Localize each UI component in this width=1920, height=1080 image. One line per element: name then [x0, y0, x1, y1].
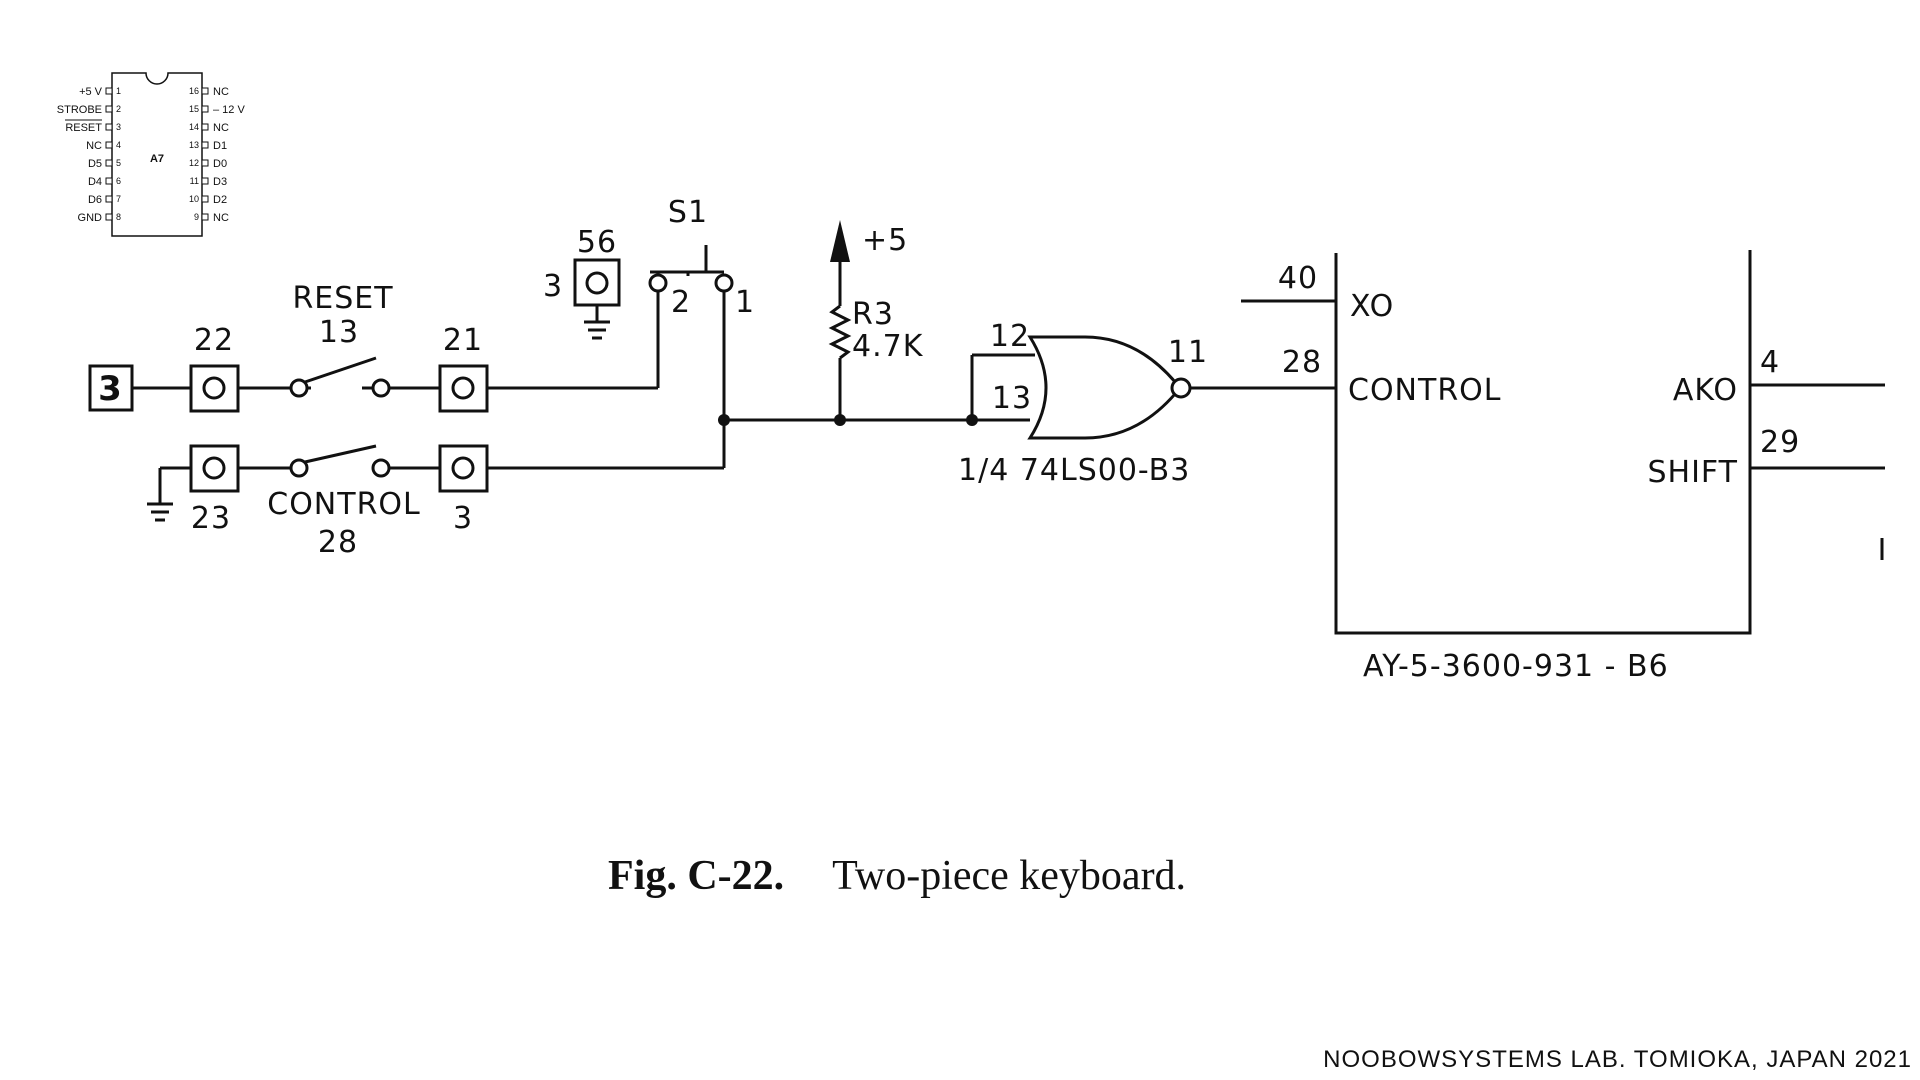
pin-3-left-label: 3 [543, 269, 563, 304]
schematic-labels: 22 RESET 13 21 23 CONTROL 28 3 56 3 S1 2… [191, 195, 1800, 684]
chip-pin-pad [201, 177, 209, 185]
pin-3-terminal [438, 444, 489, 493]
chip-pin-label: – 12 V [213, 104, 245, 116]
ic-xo-label: XO [1350, 289, 1394, 324]
chip-pin-label: NC [213, 86, 229, 98]
chip-body [111, 72, 203, 237]
ic-pin40-label: 40 [1278, 261, 1318, 296]
chip-name: A7 [150, 153, 164, 165]
chip-pin-pad [201, 141, 209, 149]
chip-pinout [111, 72, 203, 237]
gate-part-label: 1/4 74LS00-B3 [958, 453, 1190, 488]
chip-pin-pad [105, 87, 113, 95]
chip-pin-pad [201, 213, 209, 221]
gate-pin13-label: 13 [992, 381, 1032, 416]
chip-pin-label: NC [213, 122, 229, 134]
s1-pin2-label: 2 [671, 285, 691, 320]
chip-pin-pad [105, 123, 113, 131]
pin-22-label: 22 [194, 323, 234, 358]
reset-switch-label: RESET [292, 281, 393, 316]
pin-21-label: 21 [443, 323, 483, 358]
chip-pin-number: 13 [189, 140, 199, 150]
chip-pin-number: 11 [190, 176, 199, 186]
footer-credit: NOOBOWSYSTEMS LAB. TOMIOKA, JAPAN 2021 [1323, 1046, 1912, 1073]
s1-label: S1 [668, 195, 708, 230]
chip-pin-label: D4 [88, 176, 102, 188]
ic-control-label: CONTROL [1348, 373, 1502, 408]
chip-pin-label: D1 [213, 140, 227, 152]
terminal-pins [189, 258, 621, 493]
chip-pin-pad [105, 177, 113, 185]
chip-pin-label: STROBE [57, 104, 102, 116]
chip-pin-pad [201, 87, 209, 95]
chip-pin-number: 12 [189, 158, 199, 168]
chip-pin-pad [105, 141, 113, 149]
chip-pin-number: 10 [189, 194, 199, 204]
reset-switch-number: 13 [319, 315, 359, 350]
chip-pin-label: D0 [213, 158, 227, 170]
chip-pin-pad [201, 105, 209, 113]
chip-pin-number: 1 [116, 86, 121, 96]
chip-pin-number: 5 [116, 158, 121, 168]
chip-pin-pad [201, 195, 209, 203]
r3-label: R3 [852, 297, 894, 332]
chip-pin-number: 6 [116, 176, 121, 186]
chip-pin-label: NC [213, 212, 229, 224]
r3-value: 4.7K [852, 329, 924, 364]
chip-pin-number: 4 [116, 140, 121, 150]
chip-pin-label: D3 [213, 176, 227, 188]
chip-pin-pad [105, 159, 113, 167]
gate-pin11-label: 11 [1168, 335, 1208, 370]
chip-pin-number: 16 [189, 86, 199, 96]
chip-pin-pad [105, 105, 113, 113]
chip-pin-label: D6 [88, 194, 102, 206]
pin-3-bottom-label: 3 [453, 501, 473, 536]
ic-pin28-label: 28 [1282, 345, 1322, 380]
chip-pin-number: 8 [116, 212, 121, 222]
chip-pin-label: +5 V [79, 86, 103, 98]
pin-23-label: 23 [191, 501, 231, 536]
chip-pin-label: RESET [65, 122, 102, 134]
chip-pin-label: D5 [88, 158, 102, 170]
chip-pin-label: GND [78, 212, 103, 224]
ic-name-label: AY-5-3600-931 - B6 [1363, 649, 1669, 684]
switch-contacts [289, 273, 734, 478]
junction-dots [718, 414, 978, 426]
ic-pin4-label: 4 [1760, 345, 1780, 380]
ic-shift-label: SHIFT [1647, 455, 1738, 490]
chip-pin-pad [201, 159, 209, 167]
gate-pin12-label: 12 [990, 319, 1030, 354]
figure-number: Fig. C-22. [608, 853, 785, 899]
chip-pin-number: 9 [194, 212, 199, 222]
chip-pin-pad [201, 123, 209, 131]
figure-caption: Fig. C-22. Two-piece keyboard. [608, 852, 1186, 900]
chip-pin-pad [105, 213, 113, 221]
chip-pin-number: 14 [189, 122, 199, 132]
ic-ako-label: AKO [1673, 373, 1738, 408]
chip-pin-number: 2 [116, 104, 121, 114]
s1-pin1-label: 1 [735, 285, 755, 320]
plus5-arrow-icon [830, 220, 850, 262]
control-switch-number: 28 [318, 525, 358, 560]
chip-pin-number: 7 [116, 194, 121, 204]
connector-3-box [88, 364, 134, 412]
connector-3-label: 3 [98, 369, 124, 409]
chip-pin-number: 3 [116, 122, 121, 132]
chip-pin-pad [105, 195, 113, 203]
control-switch-label: CONTROL [267, 487, 421, 522]
plus5-label: +5 [862, 223, 908, 258]
ic-pin29-label: 29 [1760, 425, 1800, 460]
wires [132, 245, 1885, 635]
figure-title: Two-piece keyboard. [832, 853, 1187, 899]
chip-pin-label: NC [86, 140, 102, 152]
chip-pin-number: 15 [189, 104, 199, 114]
ground-icon [147, 320, 610, 522]
chip-pin-label: D2 [213, 194, 227, 206]
pin-56-label: 56 [577, 225, 617, 260]
nand-gate-icon [1027, 335, 1192, 440]
